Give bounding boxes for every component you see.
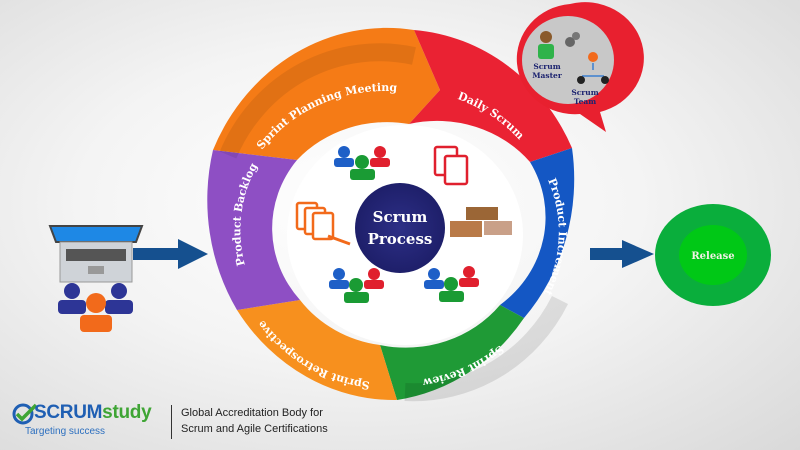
logo-tagline: Targeting success (25, 426, 106, 437)
accreditation-line1: Global Accreditation Body for (181, 407, 323, 419)
accreditation-text: Global Accreditation Body for Scrum and … (181, 405, 328, 437)
scrum-roles-callout: Scrum Master Scrum Team (516, 2, 644, 133)
team-people-icon (58, 283, 133, 332)
arrow-to-ring-icon (133, 239, 208, 269)
scrum-team-line1: Scrum (571, 88, 598, 97)
segment-sprint-retrospective (237, 300, 397, 401)
arrow-to-release-icon (590, 240, 654, 268)
scrum-ring (207, 27, 575, 402)
segment-sprint-planning (213, 27, 440, 160)
scrum-master-line1: Scrum (533, 62, 560, 71)
center-title-line2: Process (368, 230, 433, 248)
checkmark-logo-icon (12, 403, 38, 425)
center-title-line1: Scrum (373, 208, 428, 226)
release-inner (679, 225, 747, 285)
boxes-icon (450, 207, 512, 237)
segment-product-backlog (207, 150, 300, 310)
scrum-team-line2: Team (574, 97, 596, 106)
release-label: Release (691, 251, 734, 262)
center-circle (355, 183, 445, 273)
scrum-master-line2: Master (532, 71, 563, 80)
logo-scrum-text: SCRUM (34, 402, 103, 423)
documents-icon-red (433, 145, 469, 186)
people-group-icon-right (424, 266, 479, 302)
footer-divider (171, 405, 172, 439)
logo-study-text: study (102, 402, 152, 423)
people-group-icon-top (334, 146, 390, 180)
scrum-master-icon (538, 31, 580, 59)
people-group-icon-left (329, 268, 384, 303)
accreditation-line2: Scrum and Agile Certifications (181, 423, 328, 435)
laptop-icon (48, 225, 144, 283)
scrum-team-icon (577, 52, 609, 84)
segment-daily-scrum (409, 30, 572, 162)
segment-product-increment (500, 148, 575, 318)
segment-sprint-review (380, 305, 524, 400)
documents-icon-orange (295, 201, 351, 246)
